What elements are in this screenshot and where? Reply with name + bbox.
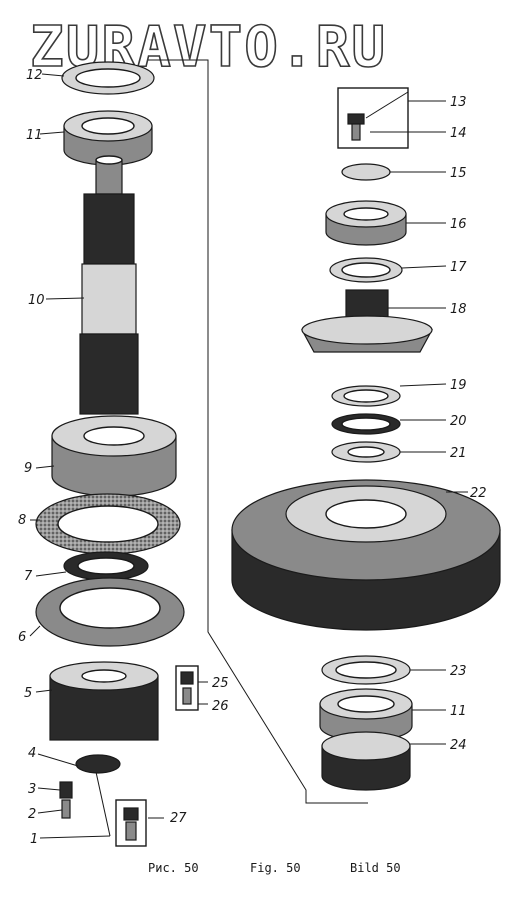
callout-7: 7 <box>24 569 33 584</box>
part-24-cup <box>321 731 411 791</box>
callout-11-lower: 11 <box>450 704 467 719</box>
callout-25: 25 <box>212 676 229 691</box>
part-21-washer <box>331 441 401 463</box>
part-27-screw <box>115 799 147 847</box>
callout-1: 1 <box>30 832 38 847</box>
part-5-gear <box>49 661 159 741</box>
part-17-ring <box>329 257 403 283</box>
part-23-ring <box>321 655 411 685</box>
part-11-bearing <box>63 110 153 166</box>
part-9-bearing <box>51 415 177 497</box>
part-25-26-bolt <box>175 665 199 711</box>
part-19-ring <box>331 385 401 407</box>
part-6-flange <box>35 577 185 647</box>
callout-21: 21 <box>450 446 467 461</box>
caption-ru: Рис. 50 <box>148 861 199 875</box>
callout-13: 13 <box>450 95 467 110</box>
part-15-washer <box>341 163 391 181</box>
part-2-3-bolt <box>59 781 73 819</box>
part-7-seal <box>63 551 149 581</box>
callout-3: 3 <box>28 782 36 797</box>
part-13-14-screw <box>337 87 409 149</box>
callout-26: 26 <box>212 699 229 714</box>
part-16-bearing <box>325 200 407 246</box>
callout-14: 14 <box>450 126 467 141</box>
callout-23: 23 <box>450 664 467 679</box>
callout-18: 18 <box>450 302 467 317</box>
callout-11: 11 <box>26 128 43 143</box>
assembly-path-line <box>148 59 368 804</box>
callout-27: 27 <box>170 811 187 826</box>
callout-10: 10 <box>28 293 45 308</box>
callout-2: 2 <box>28 807 36 822</box>
callout-20: 20 <box>450 414 467 429</box>
caption-en: Fig. 50 <box>250 861 301 875</box>
callout-6: 6 <box>18 630 26 645</box>
leader-lines <box>29 73 468 839</box>
callout-12: 12 <box>26 68 43 83</box>
part-22-bevel-gear <box>231 479 501 631</box>
callout-8: 8 <box>18 513 26 528</box>
part-20-ring <box>331 413 401 435</box>
callout-19: 19 <box>450 378 467 393</box>
part-8-gasket <box>35 493 181 555</box>
callout-15: 15 <box>450 166 467 181</box>
part-12-ring <box>61 61 155 95</box>
caption-de: Bild 50 <box>350 861 401 875</box>
callout-17: 17 <box>450 260 467 275</box>
part-4-lock-plate <box>75 754 121 774</box>
callout-16: 16 <box>450 217 467 232</box>
callout-9: 9 <box>24 461 32 476</box>
part-18-pinion <box>300 289 434 353</box>
callout-4: 4 <box>28 746 36 761</box>
part-11-lower-bearing <box>319 688 413 742</box>
callout-22: 22 <box>470 486 487 501</box>
part-10-shaft <box>79 155 139 415</box>
callout-5: 5 <box>24 686 32 701</box>
callout-24: 24 <box>450 738 467 753</box>
